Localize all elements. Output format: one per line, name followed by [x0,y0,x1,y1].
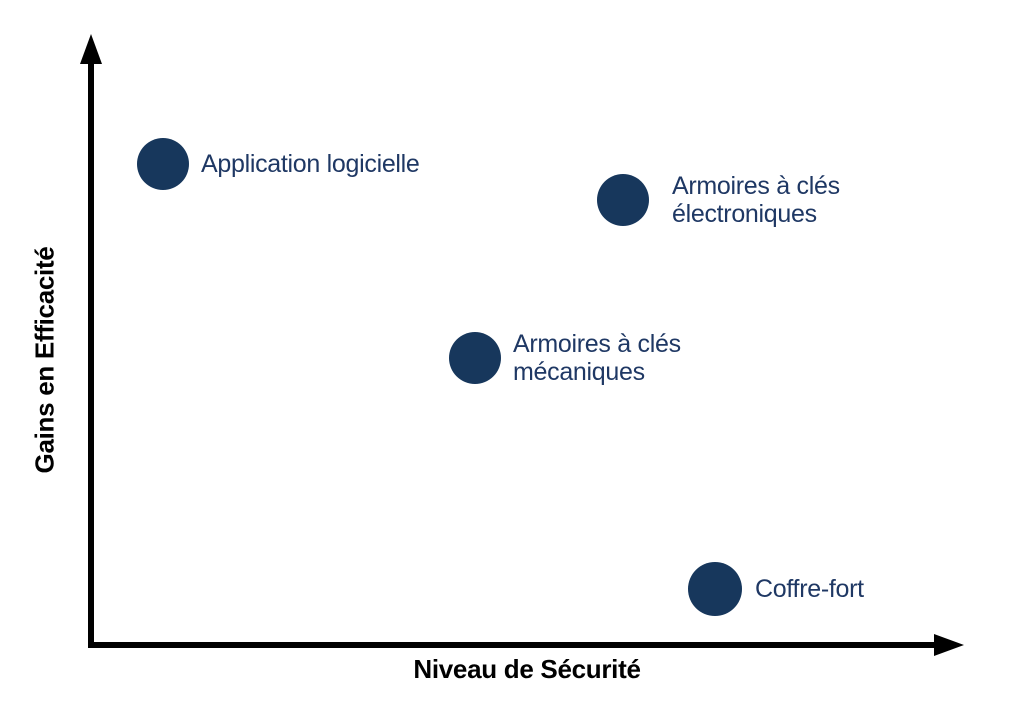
y-axis-arrowhead-icon [80,34,102,64]
data-point [137,138,189,190]
data-point-label-line: électroniques [672,200,817,228]
data-point-label-line: Armoires à clés [672,172,840,200]
data-point-label-line: Application logicielle [201,150,420,178]
data-point-label-line: Armoires à clés [513,330,681,358]
x-axis-label: Niveau de Sécurité [413,654,641,684]
y-axis-label: Gains en Efficacité [29,246,60,474]
data-point [597,174,649,226]
x-axis-arrowhead-icon [934,634,964,656]
data-point [688,562,742,616]
data-point-label: Coffre-fort [755,575,864,603]
data-point-label-line: Coffre-fort [755,575,864,603]
data-point-label: Application logicielle [201,150,420,178]
data-point-label-line: mécaniques [513,358,645,386]
data-point [449,332,501,384]
